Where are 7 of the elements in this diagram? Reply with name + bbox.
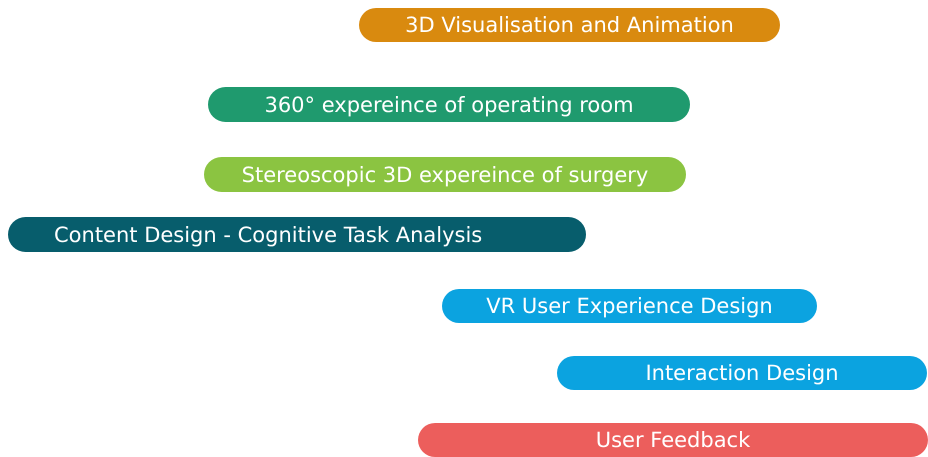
- phase-bar: VR User Experience Design: [442, 289, 817, 323]
- phase-bar: Stereoscopic 3D expereince of surgery: [204, 157, 686, 192]
- phase-bar: User Feedback: [418, 423, 928, 457]
- phase-bar: Interaction Design: [557, 356, 927, 390]
- phase-bar: 360° expereince of operating room: [208, 87, 690, 122]
- phase-bar: 3D Visualisation and Animation: [359, 8, 780, 42]
- phase-bar: Content Design - Cognitive Task Analysis: [8, 217, 586, 252]
